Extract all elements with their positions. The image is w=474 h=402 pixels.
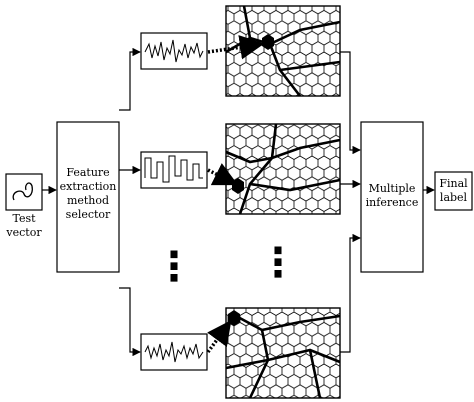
noisy-waveform-3 [144, 341, 204, 363]
test-vector-box [5, 173, 43, 211]
test-vector-label: Test vector [6, 212, 42, 239]
ellipsis-signals: ⋮ [154, 244, 194, 290]
final-label-text: Final label [439, 177, 468, 204]
signal-box-2 [140, 151, 208, 189]
inference-label: Multiple inference [365, 182, 419, 209]
loop-curve-icon [12, 182, 33, 201]
feature-extraction-selector-box [56, 121, 120, 273]
hexagon-node-icon [262, 34, 274, 50]
map-to-inference-lines [340, 51, 361, 353]
hexagon-node-icon [232, 178, 244, 194]
square-waveform-2 [144, 155, 203, 183]
ellipsis-maps: ⋮ [258, 240, 298, 286]
final-label-box [434, 171, 473, 211]
hexagon-node-icon [228, 310, 240, 326]
selector-label: Feature extraction method selector [59, 166, 117, 221]
hex-map-2 [225, 123, 341, 215]
multiple-inference-box [360, 121, 424, 273]
hex-map-1 [225, 5, 341, 97]
hex-map-3 [225, 307, 341, 399]
selector-branch-lines [119, 47, 141, 357]
noisy-waveform-1 [144, 39, 204, 63]
